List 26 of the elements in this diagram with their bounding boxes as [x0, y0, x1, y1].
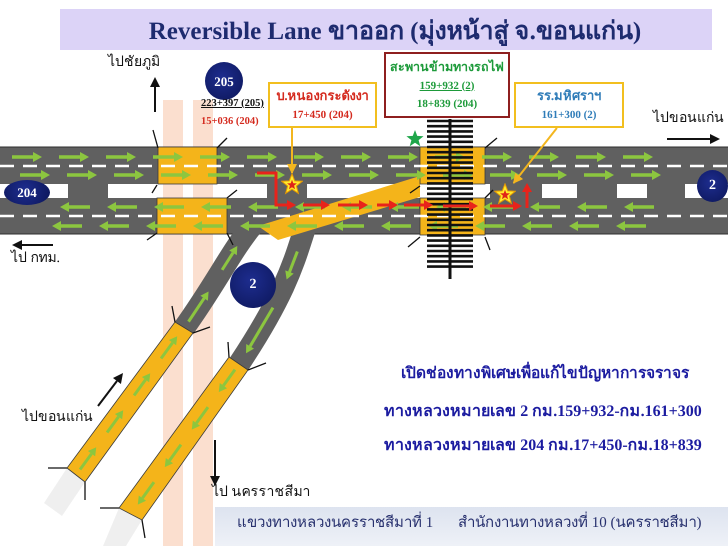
note-text: ทางหลวงหมายเลข 2 กม.159+932-กม.161+300 — [384, 402, 702, 422]
chainage-label: 17+450 (204) — [292, 108, 353, 122]
title-banner: Reversible Lane ขาออก (มุ่งหน้าสู่ จ.ขอนแก่น) — [60, 9, 712, 50]
chainage-label: 161+300 (2) — [542, 108, 596, 122]
route-badge: 2 — [230, 262, 276, 308]
callout-box — [514, 82, 624, 128]
chainage-label: 223+397 (205) — [201, 98, 264, 111]
direction-label: ไปชัยภูมิ — [108, 55, 160, 72]
route-badge: 205 — [205, 62, 243, 100]
direction-label: ไป นครราชสีมา — [212, 485, 310, 502]
callout-box — [268, 82, 377, 128]
footer-text: สำนักงานทางหลวงที่ 10 (นครราชสีมา) — [458, 514, 702, 532]
note-text: ทางหลวงหมายเลข 204 กม.17+450-กม.18+839 — [384, 436, 702, 456]
leader-line — [512, 127, 558, 184]
place-name: รร.มหิศราฯ — [536, 88, 602, 104]
leader-line — [287, 128, 297, 174]
direction-label: ไปขอนแก่น — [22, 410, 93, 427]
direction-label: ไปขอนแก่น — [653, 111, 724, 128]
chainage-label: 18+839 (204) — [416, 98, 478, 110]
callout-box — [384, 52, 510, 118]
place-name: บ.หนองกระดังงา — [276, 88, 369, 104]
footer-text: แขวงทางหลวงนครราชสีมาที่ 1 — [237, 514, 434, 532]
place-name: สะพานข้ามทางรถไฟ — [390, 60, 504, 74]
chainage-label: 159+932 (2) — [420, 80, 474, 92]
direction-label: ไป กทม. — [11, 251, 60, 268]
chainage-label: 15+036 (204) — [201, 116, 259, 129]
